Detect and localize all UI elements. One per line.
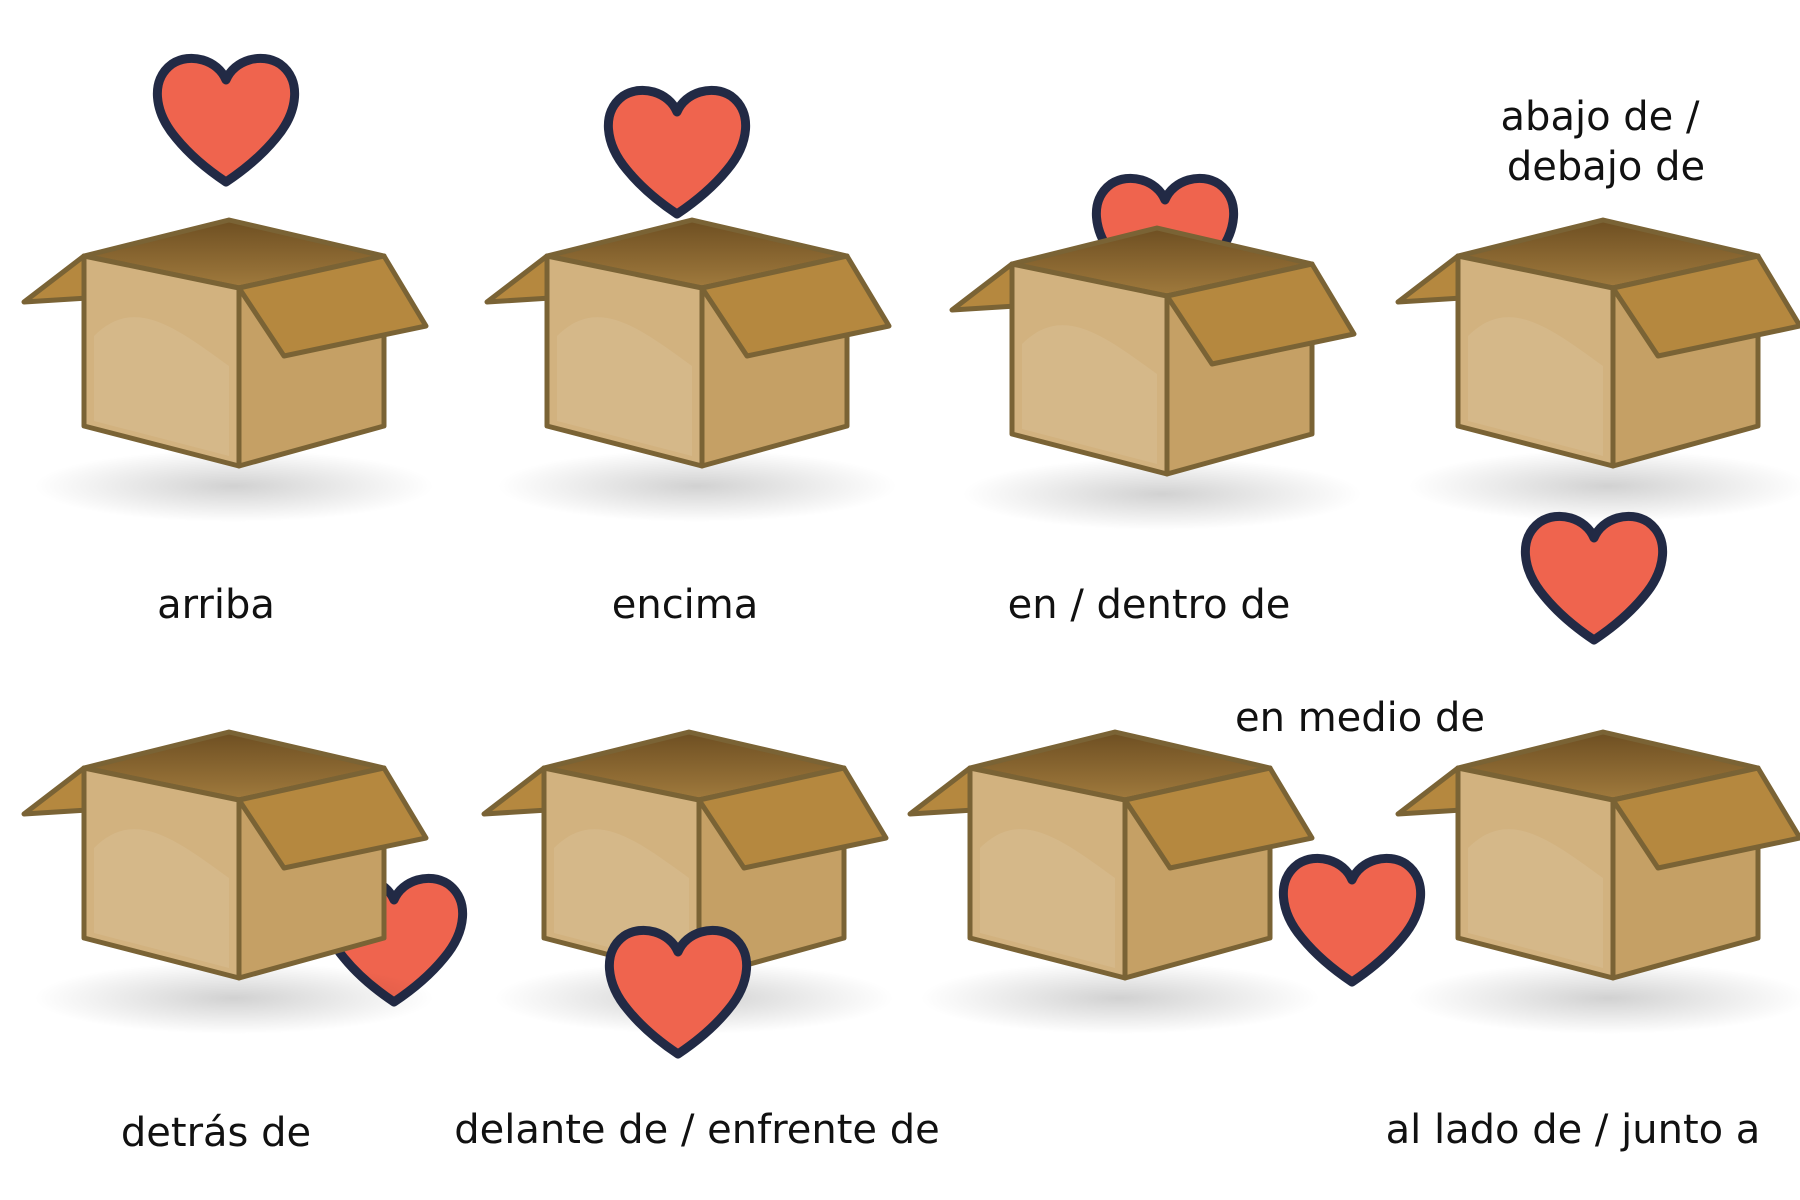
cell-delante-de [484, 732, 894, 1054]
label-abajo-de-line2: debajo de [1506, 144, 1706, 190]
cell-encima [487, 90, 897, 522]
cardboard-box-icon [1398, 732, 1800, 1034]
label-detras-de: detrás de [120, 1110, 312, 1156]
cell-al-lado-de [1398, 732, 1800, 1034]
label-encima: encima [611, 582, 759, 628]
cardboard-box-icon [952, 228, 1362, 530]
cell-abajo-de [1398, 220, 1800, 640]
cardboard-box-icon [24, 220, 434, 522]
cell-arriba [24, 58, 434, 522]
cell-en-medio-de [910, 732, 1421, 1034]
heart-icon [1283, 858, 1420, 982]
heart-icon [157, 58, 294, 182]
heart-icon [609, 930, 746, 1054]
label-en-dentro-de: en / dentro de [1007, 582, 1291, 628]
cardboard-box-icon [1398, 220, 1800, 522]
label-delante-de: delante de / enfrente de [454, 1107, 940, 1153]
cardboard-box-icon [910, 732, 1320, 1034]
cell-detras-de [24, 732, 463, 1034]
cardboard-box-icon [487, 220, 897, 522]
cardboard-box-icon [24, 732, 434, 1034]
label-al-lado-de: al lado de / junto a [1385, 1107, 1761, 1153]
label-abajo-de-line1: abajo de / [1500, 94, 1700, 140]
label-arriba: arriba [157, 582, 275, 628]
heart-icon [1525, 516, 1662, 640]
cell-en-dentro-de [952, 178, 1362, 530]
heart-icon [608, 90, 745, 214]
label-en-medio-de: en medio de [1235, 695, 1485, 741]
